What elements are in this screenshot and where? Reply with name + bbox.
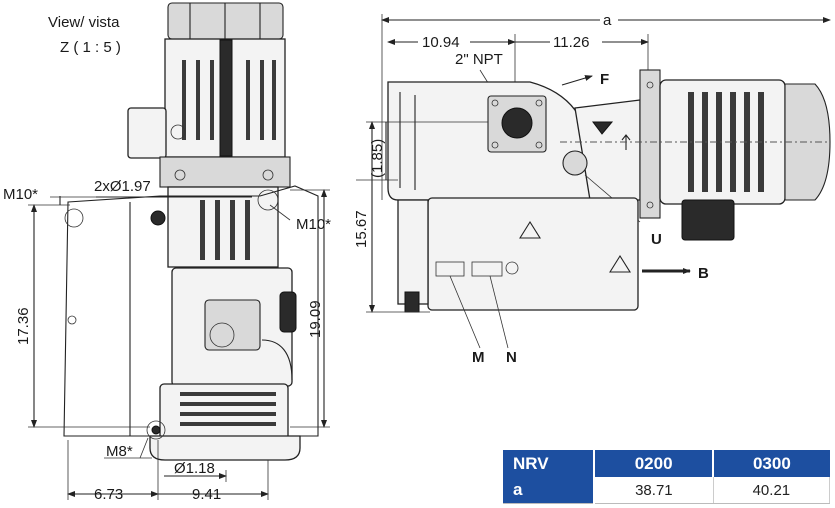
height-19-09-label: 19.09 — [307, 300, 324, 338]
height-17-36-label: 17.36 — [15, 307, 32, 345]
view-label-line2: Z ( 1 : 5 ) — [60, 39, 121, 56]
cell-a-0300: 40.21 — [713, 477, 831, 504]
m8-label: M8* — [106, 443, 133, 460]
dim-a-label: a — [603, 12, 612, 29]
m10-right-label: M10* — [296, 216, 331, 233]
cell-a-0200: 38.71 — [594, 477, 714, 504]
h-15-67-label: 15.67 — [353, 210, 370, 248]
callout-u: U — [651, 231, 662, 248]
dia-1-18-label: Ø1.18 — [174, 460, 215, 477]
holes-label: 2xØ1.97 — [94, 178, 151, 195]
header-nrv: NRV — [503, 450, 595, 477]
left-view: View/ vista Z ( 1 : 5 ) M10* 2xØ1.97 M10… — [3, 2, 331, 503]
dimension-table: NRV 0200 0300 a 38.71 40.21 — [503, 450, 831, 504]
width-6-73-label: 6.73 — [94, 486, 123, 503]
right-view: a 10.94 11.26 2" NPT — [353, 10, 831, 366]
len-10-94-label: 10.94 — [422, 34, 460, 51]
m10-left-label: M10* — [3, 186, 38, 203]
table-header-row: NRV 0200 0300 — [503, 450, 830, 477]
header-0300: 0300 — [713, 450, 830, 477]
callout-m: M — [472, 349, 485, 366]
callout-n: N — [506, 349, 517, 366]
len-11-26-label: 11.26 — [553, 34, 589, 51]
callout-b: B — [698, 265, 709, 282]
h-1-85-label: (1.85) — [369, 139, 386, 178]
npt-label: 2" NPT — [455, 51, 503, 68]
width-9-41-label: 9.41 — [192, 486, 221, 503]
view-label-line1: View/ vista — [48, 14, 120, 31]
header-0200: 0200 — [594, 450, 715, 477]
row-label-a: a — [503, 477, 595, 504]
table-row: a 38.71 40.21 — [503, 477, 831, 504]
callout-f: F — [600, 71, 609, 88]
